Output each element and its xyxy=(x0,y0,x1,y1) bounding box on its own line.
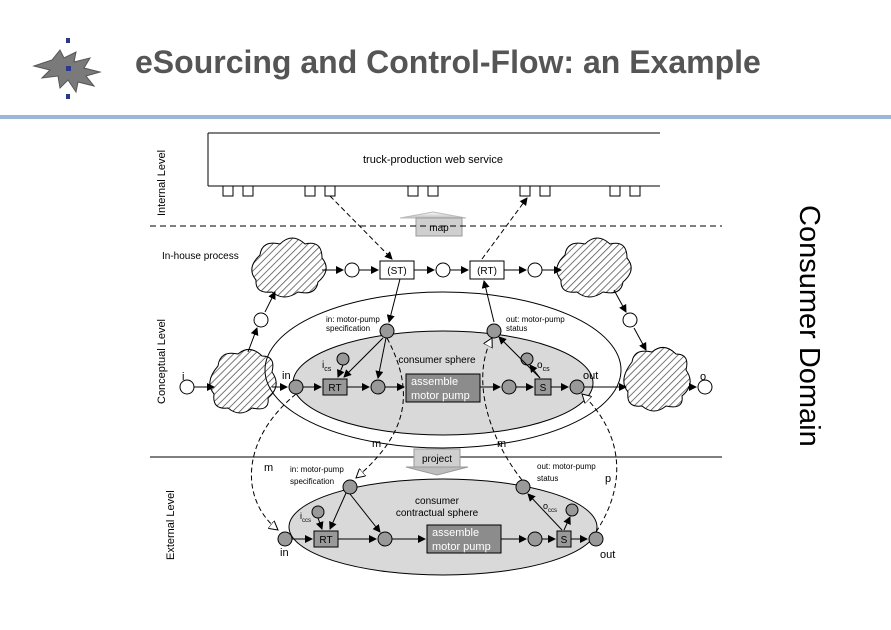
external-assemble-label-2: motor pump xyxy=(432,541,491,553)
external-level-label: External Level xyxy=(165,490,177,560)
cloud-top-right xyxy=(556,237,632,298)
external-occs-place xyxy=(565,503,579,517)
external-p-label: p xyxy=(605,473,611,485)
cloud-left xyxy=(209,349,277,414)
external-iccs-place xyxy=(311,505,325,519)
external-out-status-label-2: status xyxy=(537,474,558,483)
conceptual-outer-ellipse xyxy=(264,291,622,449)
external-out-status-label: out: motor-pump xyxy=(537,462,596,471)
conceptual-o-label: o xyxy=(700,371,706,383)
inhouse-process-label: In-house process xyxy=(162,251,239,262)
conceptual-in-spec-label: in: motor-pump xyxy=(326,315,380,324)
conceptual-spec-place xyxy=(379,323,395,339)
cloud-top-left xyxy=(251,237,327,298)
conceptual-out-place xyxy=(569,379,585,395)
conceptual-mid-place-2 xyxy=(501,379,517,395)
conceptual-left-place xyxy=(253,312,269,328)
conceptual-assemble-task xyxy=(405,373,481,403)
external-s-label: S xyxy=(561,535,568,546)
conceptual-in-place xyxy=(288,379,304,395)
university-logo xyxy=(32,38,102,99)
conceptual-in-spec-label-2: specification xyxy=(326,324,370,333)
map-arrow xyxy=(399,211,467,237)
conceptual-ics-label: ics xyxy=(322,360,332,373)
conceptual-right-place xyxy=(622,312,638,328)
external-mid-place-2 xyxy=(527,531,543,547)
contractual-sphere-label-1: consumer xyxy=(415,496,460,507)
conceptual-level-label: Conceptual Level xyxy=(156,319,168,404)
conceptual-ics-place xyxy=(336,352,350,366)
rt-paren-label: (RT) xyxy=(477,266,497,277)
conceptual-m-right: m xyxy=(497,438,506,450)
conceptual-o-place xyxy=(697,379,713,395)
external-out-place xyxy=(588,531,604,547)
conceptual-status-place xyxy=(486,323,502,339)
conceptual-out-status-label: out: motor-pump xyxy=(506,315,565,324)
conceptual-in-label: in xyxy=(282,370,291,382)
inhouse-place-2 xyxy=(435,262,451,278)
st-label: (ST) xyxy=(387,266,406,277)
cloud-right xyxy=(623,347,691,412)
conceptual-i-label: i xyxy=(182,371,184,383)
contractual-sphere-label-2: contractual sphere xyxy=(396,508,479,519)
external-out-label: out xyxy=(600,549,615,561)
web-service-box xyxy=(207,132,660,197)
conceptual-m-left: m xyxy=(372,438,381,450)
external-in-spec-label-2: specification xyxy=(290,477,334,486)
external-rt-label: RT xyxy=(319,535,332,546)
conceptual-ocs-place xyxy=(520,352,534,366)
conceptual-assemble-label-2: motor pump xyxy=(411,390,470,402)
external-spec-place xyxy=(342,479,358,495)
web-service-label: truck-production web service xyxy=(363,154,503,166)
project-arrow xyxy=(405,448,469,476)
internal-level-label: Internal Level xyxy=(156,150,168,216)
conceptual-rt-label: RT xyxy=(328,383,341,394)
external-in-spec-label: in: motor-pump xyxy=(290,465,344,474)
map-label: map xyxy=(429,223,449,234)
slide-title: eSourcing and Control-Flow: an Example xyxy=(135,44,761,80)
project-label: project xyxy=(422,454,452,465)
external-assemble-label-1: assemble xyxy=(432,527,479,539)
inhouse-place-3 xyxy=(527,262,543,278)
external-m-label: m xyxy=(264,462,273,474)
conceptual-i-place xyxy=(179,379,195,395)
conceptual-out-status-label-2: status xyxy=(506,324,527,333)
consumer-sphere-label: consumer sphere xyxy=(398,355,476,366)
external-in-label: in xyxy=(280,547,289,559)
inhouse-place-1 xyxy=(344,262,360,278)
conceptual-ocs-label: ocs xyxy=(537,360,550,373)
conceptual-assemble-label-1: assemble xyxy=(411,376,458,388)
conceptual-s-label: S xyxy=(540,383,547,394)
external-mid-place-1 xyxy=(377,531,393,547)
external-in-place xyxy=(277,531,293,547)
external-iccs-label: iccs xyxy=(300,511,311,524)
conceptual-mid-place-1 xyxy=(370,379,386,395)
external-occs-label: occs xyxy=(543,501,557,514)
external-status-place xyxy=(515,479,531,495)
conceptual-out-label: out xyxy=(583,370,598,382)
title-divider xyxy=(0,115,891,119)
consumer-domain-label: Consumer Domain xyxy=(793,205,825,447)
